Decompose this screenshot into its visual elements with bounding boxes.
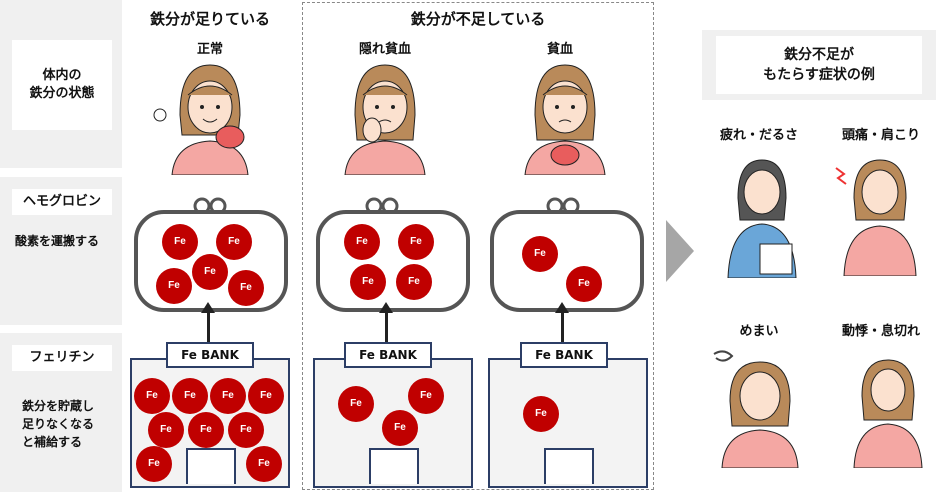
symptoms-title: 鉄分不足が もたらす症状の例 — [763, 47, 875, 83]
hemoglobin-panel: ヘモグロビン 酸素を運搬する — [0, 177, 122, 325]
arrow-up — [379, 302, 393, 342]
fe-coin: Fe — [162, 224, 198, 260]
fe-coin: Fe — [382, 410, 418, 446]
bank-label-anemia: Fe BANK — [520, 342, 608, 368]
state-panel: 体内の 鉄分の状態 — [0, 0, 122, 168]
ferritin-panel: フェリチン 鉄分を貯蔵し 足りなくなる と補給する — [0, 333, 122, 492]
bank-slot — [544, 448, 594, 484]
hemoglobin-title-box: ヘモグロビン — [12, 189, 112, 215]
fe-coin: Fe — [344, 224, 380, 260]
fe-coin: Fe — [192, 254, 228, 290]
woman-headache-illustration — [835, 159, 917, 276]
arrow-up — [555, 302, 569, 342]
woman-palpitations-illustration — [853, 359, 923, 468]
column-normal-label: 正常 — [196, 42, 223, 57]
column-hidden-anemia-label: 隠れ貧血 — [358, 42, 411, 57]
fe-coin: Fe — [156, 268, 192, 304]
fe-coin: Fe — [338, 386, 374, 422]
woman-hidden-anemia-illustration — [344, 64, 426, 175]
symptoms-title-box: 鉄分不足が もたらす症状の例 — [716, 36, 922, 94]
symptom-palpitations-label: 動悸・息切れ — [841, 324, 920, 339]
fe-coin: Fe — [396, 264, 432, 300]
transition-arrow — [666, 220, 694, 282]
fe-coin: Fe — [148, 412, 184, 448]
fe-coin: Fe — [566, 266, 602, 302]
woman-anemia-illustration — [524, 64, 606, 175]
fe-coin: Fe — [188, 412, 224, 448]
fe-coin: Fe — [136, 446, 172, 482]
ferritin-desc: 鉄分を貯蔵し 足りなくなる と補給する — [22, 399, 95, 449]
symptom-fatigue-label: 疲れ・だるさ — [719, 128, 798, 143]
arrow-up — [201, 302, 215, 342]
fe-coin: Fe — [216, 224, 252, 260]
fe-coin: Fe — [246, 446, 282, 482]
fe-coin: Fe — [228, 412, 264, 448]
bank-slot — [369, 448, 419, 484]
header-sufficient: 鉄分が足りている — [149, 10, 270, 28]
state-label-box: 体内の 鉄分の状態 — [12, 40, 112, 130]
fe-coin: Fe — [398, 224, 434, 260]
symptom-headache-label: 頭痛・肩こり — [841, 128, 920, 143]
woman-dizziness-illustration — [713, 350, 799, 468]
hemoglobin-title: ヘモグロビン — [22, 194, 101, 209]
bank-slot — [186, 448, 236, 484]
bank-label-hidden-anemia: Fe BANK — [344, 342, 432, 368]
fe-coin: Fe — [210, 378, 246, 414]
fe-coin: Fe — [248, 378, 284, 414]
ferritin-title-box: フェリチン — [12, 345, 112, 371]
purse-hidden-anemia — [316, 210, 470, 312]
fe-coin: Fe — [408, 378, 444, 414]
fe-coin: Fe — [350, 264, 386, 300]
ferritin-title: フェリチン — [29, 350, 95, 365]
woman-fatigue-illustration — [727, 159, 797, 278]
insufficient-group — [302, 2, 654, 490]
purse-anemia — [490, 210, 644, 312]
woman-normal-illustration — [153, 64, 249, 175]
symptom-dizziness-label: めまい — [739, 324, 779, 339]
fe-coin: Fe — [228, 270, 264, 306]
bank-label-normal: Fe BANK — [166, 342, 254, 368]
fe-coin: Fe — [172, 378, 208, 414]
fe-coin: Fe — [134, 378, 170, 414]
column-anemia-label: 貧血 — [546, 42, 573, 57]
fe-coin: Fe — [522, 236, 558, 272]
header-insufficient: 鉄分が不足している — [410, 10, 546, 28]
hemoglobin-desc: 酸素を運搬する — [15, 234, 100, 248]
fe-coin: Fe — [523, 396, 559, 432]
body-iron-state-label: 体内の 鉄分の状態 — [29, 68, 95, 101]
